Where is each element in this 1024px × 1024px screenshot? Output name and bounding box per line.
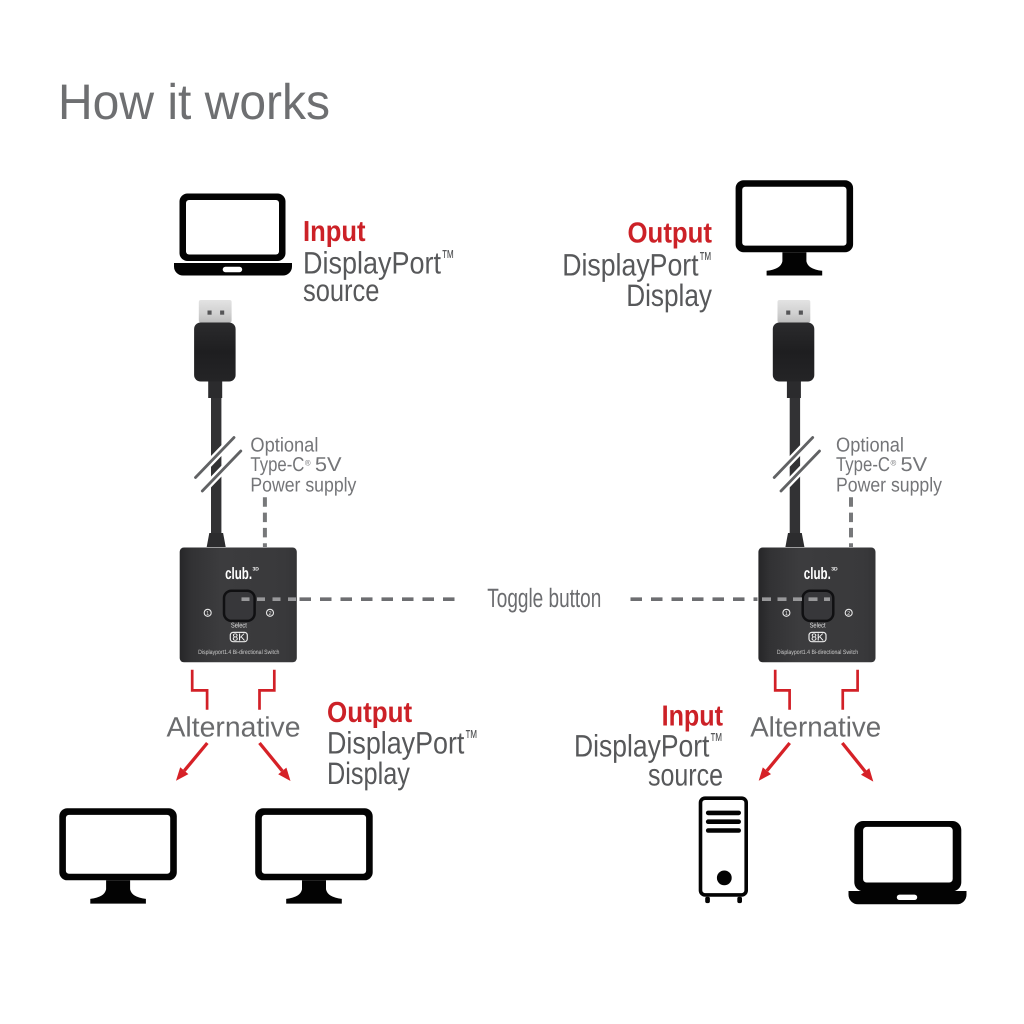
svg-text:Display: Display [626, 278, 712, 313]
svg-text:DisplayPort: DisplayPort [303, 246, 441, 281]
svg-text:®: ® [305, 459, 311, 468]
svg-text:™: ™ [710, 729, 723, 752]
svg-text:Display: Display [327, 756, 410, 791]
svg-text:Alternative: Alternative [750, 712, 881, 743]
svg-text:Output: Output [327, 697, 413, 729]
svg-text:How it works: How it works [58, 74, 330, 130]
svg-text:™: ™ [441, 246, 454, 269]
svg-text:Output: Output [628, 217, 713, 249]
svg-text:Power supply: Power supply [836, 475, 942, 497]
svg-text:source: source [303, 273, 379, 308]
svg-text:5V: 5V [901, 454, 928, 476]
svg-text:™: ™ [465, 727, 478, 750]
svg-text:Power supply: Power supply [250, 475, 356, 497]
svg-text:®: ® [891, 459, 897, 468]
svg-text:Input: Input [662, 701, 724, 733]
svg-text:™: ™ [699, 248, 712, 271]
svg-text:DisplayPort: DisplayPort [574, 728, 710, 763]
svg-text:Toggle button: Toggle button [487, 583, 601, 613]
svg-text:DisplayPort: DisplayPort [562, 248, 699, 283]
svg-text:DisplayPort: DisplayPort [327, 726, 465, 761]
svg-text:Optional: Optional [250, 435, 318, 457]
svg-text:5V: 5V [315, 454, 342, 476]
svg-text:Type-C: Type-C [836, 454, 890, 476]
svg-text:Alternative: Alternative [167, 712, 301, 743]
svg-text:source: source [648, 757, 723, 792]
svg-text:Type-C: Type-C [250, 454, 304, 476]
svg-text:Input: Input [303, 216, 366, 248]
svg-text:Optional: Optional [836, 435, 904, 457]
